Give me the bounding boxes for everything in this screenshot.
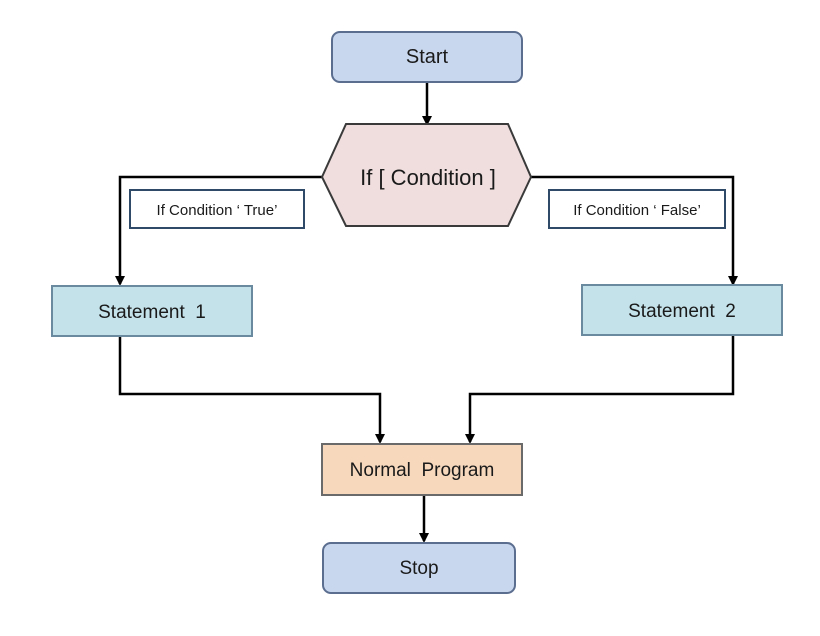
statement2-node: Statement 2 [581, 284, 783, 336]
edge-condition-to-statement1 [115, 175, 322, 286]
edge-statement1-to-normal [118, 336, 385, 444]
stop-node: Stop [322, 542, 516, 594]
stop-node-label: Stop [399, 558, 438, 579]
edge-statement2-to-normal [465, 335, 735, 444]
start-node: Start [331, 31, 523, 83]
connectors [115, 82, 738, 543]
true-branch-label: If Condition ‘ True’ [129, 189, 305, 229]
start-node-label: Start [406, 46, 449, 68]
statement2-node-label: Statement 2 [628, 301, 736, 322]
condition-node-label: If [ Condition ] [360, 165, 496, 190]
edge-condition-to-statement2 [531, 175, 738, 286]
statement1-node-label: Statement 1 [98, 302, 206, 323]
normal-program-node-label: Normal Program [350, 460, 495, 481]
false-branch-label-text: If Condition ‘ False’ [573, 202, 701, 219]
normal-program-node: Normal Program [321, 443, 523, 496]
false-branch-label: If Condition ‘ False’ [548, 189, 726, 229]
true-branch-label-text: If Condition ‘ True’ [157, 202, 278, 219]
statement1-node: Statement 1 [51, 285, 253, 337]
condition-node: If [ Condition ] [320, 123, 533, 227]
